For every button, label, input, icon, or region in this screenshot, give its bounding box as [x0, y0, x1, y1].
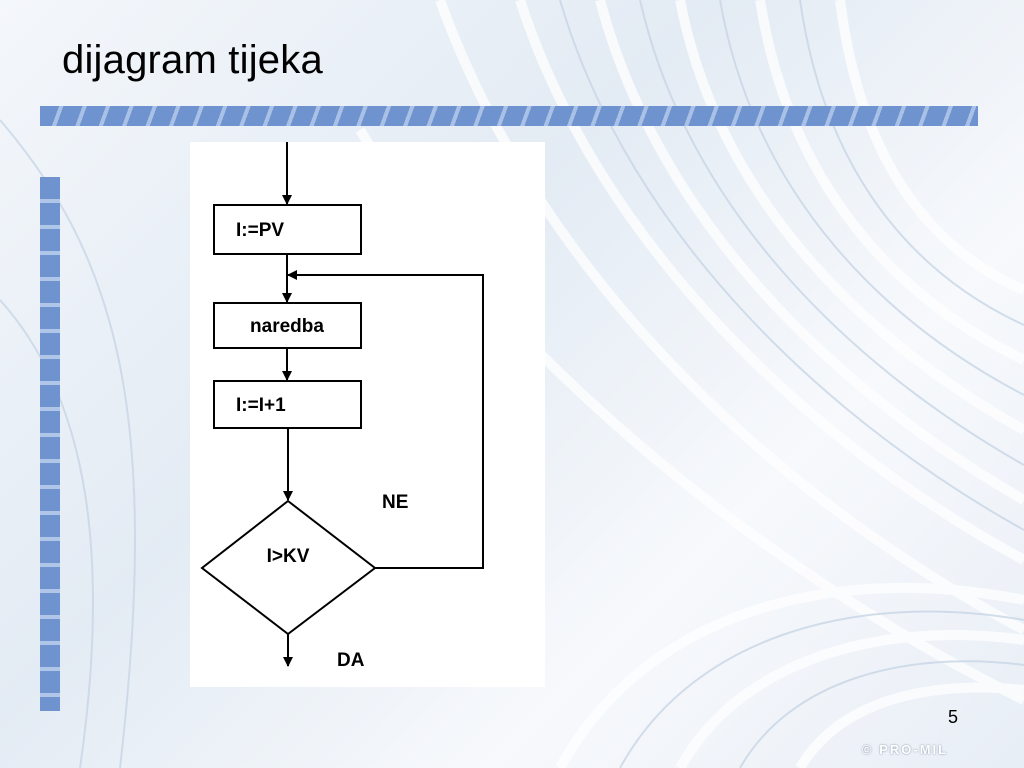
page-number: 5 — [948, 707, 959, 727]
diamond-condition-label: I>KV — [267, 546, 310, 567]
box-statement-label: naredba — [250, 316, 324, 337]
edge-label-yes: DA — [337, 650, 365, 671]
slide-title: dijagram tijeka — [62, 38, 323, 82]
title-underline-bar — [40, 106, 978, 126]
diamond-condition — [200, 499, 377, 636]
loop-back-line — [287, 270, 484, 569]
side-accent-bar — [40, 177, 60, 711]
edge-label-no: NE — [382, 492, 408, 513]
box-increment-label: I:=I+1 — [236, 395, 286, 416]
box-increment — [213, 380, 362, 429]
box-statement — [213, 302, 362, 349]
flowchart: I:=PV naredba I:=I+1 I>KV NE DA — [200, 142, 484, 671]
watermark-logo: © PRO-MIL — [862, 742, 949, 757]
flowchart-panel: I:=PV naredba I:=I+1 I>KV NE DA — [190, 142, 545, 687]
box-init-label: I:=PV — [236, 220, 284, 241]
